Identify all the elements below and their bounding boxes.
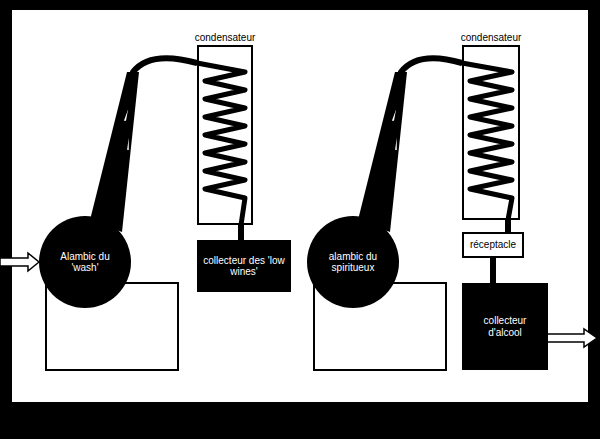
collector-box: collecteur d'alcool <box>462 283 548 370</box>
output-arrow <box>543 329 597 347</box>
condenser-box: condensateur <box>197 45 253 225</box>
still-pot: alambic du spiritueux <box>307 216 399 308</box>
condenser-label: condensateur <box>193 32 258 44</box>
pipe <box>110 58 197 224</box>
pipe <box>505 220 511 232</box>
pipe <box>378 58 462 224</box>
collector-box: collecteur des 'low wines' <box>197 240 291 292</box>
condenser-coil <box>197 63 512 225</box>
coil <box>197 63 245 225</box>
condenser-label: condensateur <box>459 32 524 44</box>
pipe <box>238 225 244 240</box>
condenser-box: condensateur <box>462 45 520 220</box>
node-label: alambic du spiritueux <box>316 251 390 274</box>
node-label: Alambic du 'wash' <box>48 251 122 274</box>
node-label: réceptacle <box>470 239 516 251</box>
still-pot: Alambic du 'wash' <box>39 216 131 308</box>
pipe <box>490 258 496 283</box>
node-label: collecteur des 'low wines' <box>201 255 287 278</box>
ground <box>12 10 588 402</box>
vapour-arrow <box>125 112 399 150</box>
input-arrow <box>0 253 39 271</box>
receiver-box: réceptacle <box>462 232 524 258</box>
coil <box>462 63 512 220</box>
node-label: collecteur d'alcool <box>466 315 544 338</box>
